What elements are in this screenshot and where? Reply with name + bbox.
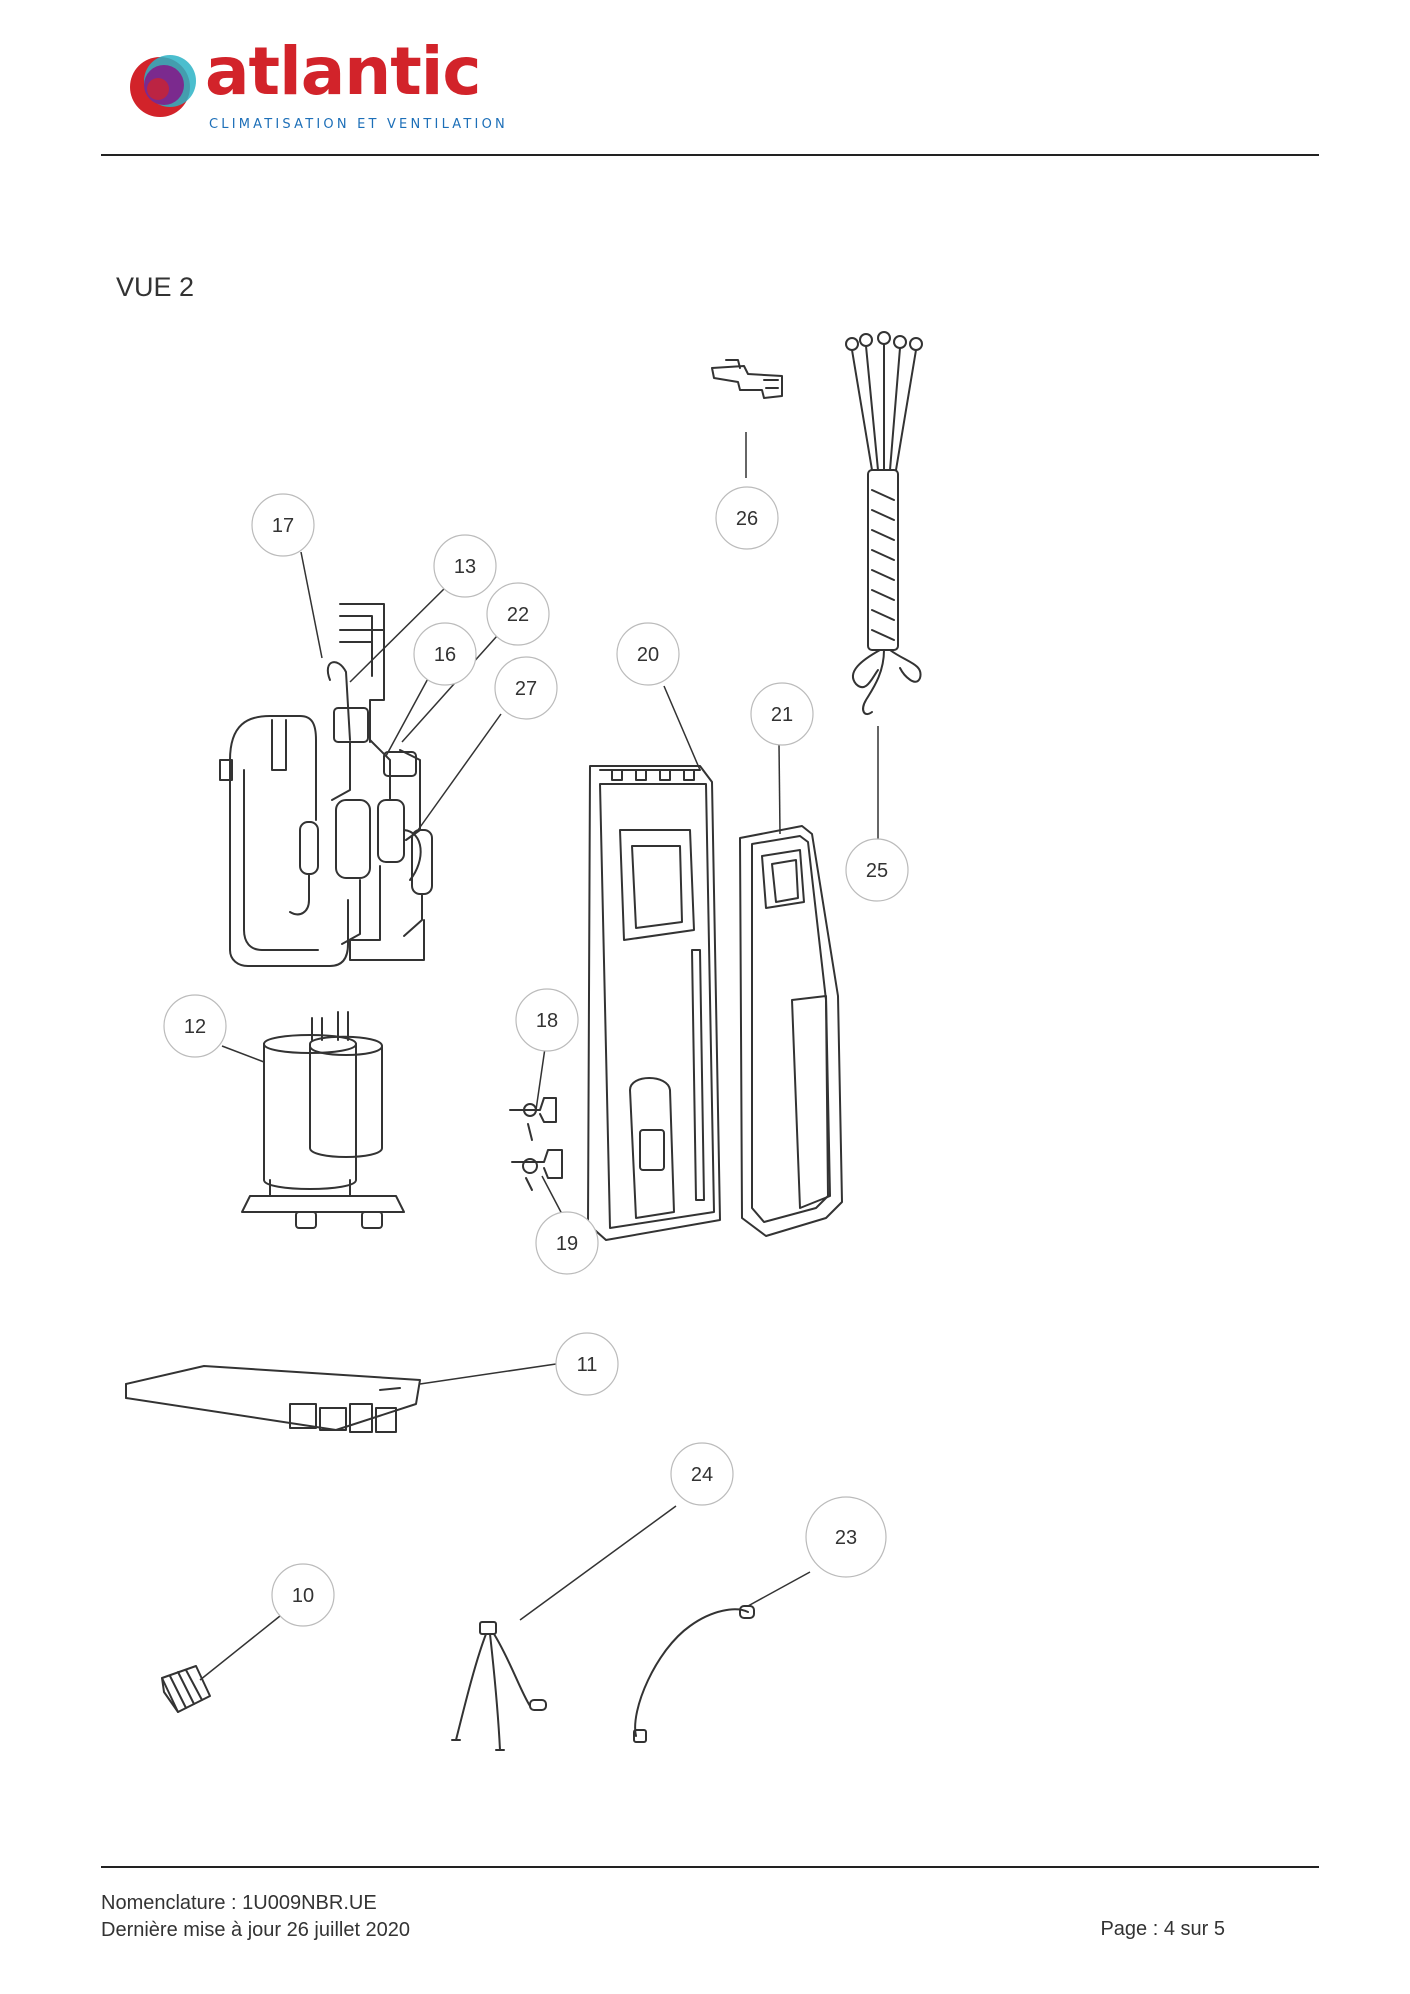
callout-22: 22 bbox=[486, 582, 550, 646]
part-11-pcb bbox=[125, 1365, 421, 1433]
callout-27: 27 bbox=[494, 656, 558, 720]
callout-18: 18 bbox=[515, 988, 579, 1052]
part-24-sensor bbox=[451, 1621, 547, 1751]
part-19-valve bbox=[511, 1149, 563, 1191]
svg-text:20: 20 bbox=[637, 644, 659, 666]
atlantic-logo-icon bbox=[130, 55, 196, 117]
callout-21: 21 bbox=[750, 682, 814, 746]
part-23-pipe-sensor bbox=[633, 1605, 755, 1743]
callouts: 26 17 13 22 16 20 27 21 25 12 18 19 11 2… bbox=[163, 486, 909, 1627]
svg-text:18: 18 bbox=[536, 1010, 558, 1032]
part-10-terminal-block bbox=[161, 1665, 211, 1713]
footer-rule bbox=[101, 1866, 1319, 1868]
svg-text:21: 21 bbox=[771, 704, 793, 726]
svg-text:11: 11 bbox=[577, 1354, 598, 1376]
callout-20: 20 bbox=[616, 622, 680, 686]
callout-11: 11 bbox=[555, 1332, 619, 1396]
brand-name: atlantic bbox=[205, 33, 482, 110]
callout-17: 17 bbox=[251, 493, 315, 557]
part-21-cover bbox=[739, 825, 843, 1237]
nomenclature-text: Nomenclature : 1U009NBR.UE bbox=[101, 1892, 377, 1914]
view-title: VUE 2 bbox=[116, 272, 195, 302]
svg-text:23: 23 bbox=[835, 1527, 857, 1549]
callout-12: 12 bbox=[163, 994, 227, 1058]
part-18-valve bbox=[509, 1097, 557, 1141]
svg-text:13: 13 bbox=[454, 556, 476, 578]
svg-text:26: 26 bbox=[736, 508, 758, 530]
header-rule bbox=[101, 154, 1319, 156]
svg-text:17: 17 bbox=[272, 515, 294, 537]
callout-23: 23 bbox=[805, 1496, 887, 1578]
callout-26: 26 bbox=[715, 486, 779, 550]
svg-text:27: 27 bbox=[515, 678, 537, 700]
svg-text:24: 24 bbox=[691, 1464, 713, 1486]
page-number: Page : 4 sur 5 bbox=[1100, 1918, 1225, 1940]
svg-text:16: 16 bbox=[434, 644, 456, 666]
part-20-panel bbox=[587, 765, 721, 1241]
last-updated-text: Dernière mise à jour 26 juillet 2020 bbox=[101, 1919, 411, 1941]
callout-25: 25 bbox=[845, 838, 909, 902]
svg-text:12: 12 bbox=[184, 1016, 206, 1038]
svg-text:22: 22 bbox=[507, 604, 529, 626]
callout-10: 10 bbox=[271, 1563, 335, 1627]
piping-assembly bbox=[219, 603, 433, 967]
svg-text:10: 10 bbox=[292, 1585, 314, 1607]
callout-24: 24 bbox=[670, 1442, 734, 1506]
part-12-compressor bbox=[241, 1011, 405, 1229]
part-26-clip bbox=[711, 359, 783, 399]
brand-logo: atlantic CLIMATISATION ET VENTILATION bbox=[120, 39, 505, 135]
svg-text:19: 19 bbox=[556, 1233, 578, 1255]
svg-text:25: 25 bbox=[866, 860, 888, 882]
footer-info: Nomenclature : 1U009NBR.UE Dernière mise… bbox=[101, 1890, 410, 1944]
callout-19: 19 bbox=[535, 1211, 599, 1275]
part-25-wire-harness bbox=[845, 331, 923, 716]
callout-16: 16 bbox=[413, 622, 477, 686]
brand-tagline: CLIMATISATION ET VENTILATION bbox=[209, 117, 508, 132]
callout-13: 13 bbox=[433, 534, 497, 598]
